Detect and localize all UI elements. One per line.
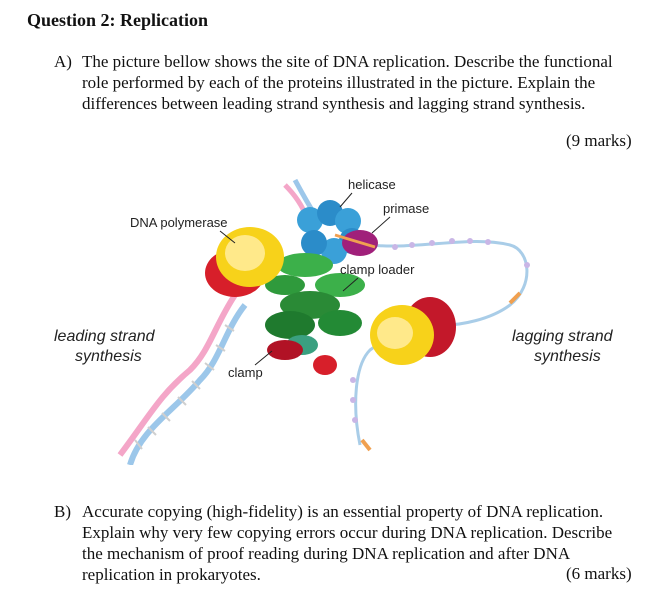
label-clamp-loader: clamp loader <box>340 262 415 277</box>
label-clamp: clamp <box>228 365 263 380</box>
part-b-line: Accurate copying (high-fidelity) is an e… <box>82 502 604 521</box>
part-b-text: Accurate copying (high-fidelity) is an e… <box>82 501 612 585</box>
lagging-polymerase <box>370 297 456 365</box>
pointer-clamp <box>254 350 273 366</box>
pointer-primase <box>371 216 391 234</box>
dna-replication-figure: helicase primase DNA polymerase clamp lo… <box>54 177 614 465</box>
lagging-bases <box>350 238 530 423</box>
part-b-marks: (6 marks) <box>566 564 632 583</box>
leading-polymerase <box>205 227 284 297</box>
primer-fragment <box>508 291 522 305</box>
pointer-clamp-loader <box>342 277 359 292</box>
part-b-line: replication in prokaryotes. <box>82 565 261 584</box>
part-a-line: The picture bellow shows the site of DNA… <box>82 52 613 71</box>
part-a-label: A) <box>54 52 72 71</box>
primer-top <box>334 233 376 249</box>
clamp-loader-protein <box>265 253 365 355</box>
part-b-label: B) <box>54 502 71 521</box>
leading-strand-helix <box>117 293 248 465</box>
label-lagging-strand: lagging strand <box>512 328 614 345</box>
part-a-marks: (9 marks) <box>566 131 632 150</box>
label-leading-synthesis: synthesis <box>75 348 142 365</box>
pointer-helicase <box>339 192 353 208</box>
clamp-protein <box>267 340 337 375</box>
pointer-dna-polymerase <box>219 230 236 244</box>
part-a-text: The picture bellow shows the site of DNA… <box>82 51 613 114</box>
question-title: Question 2: Replication <box>27 10 209 30</box>
label-dna-polymerase: DNA polymerase <box>130 215 228 230</box>
label-primase: primase <box>383 201 429 216</box>
primer-fragment-2 <box>360 438 372 452</box>
part-a-line: role performed by each of the proteins i… <box>82 73 596 92</box>
helicase-protein <box>297 200 365 264</box>
lagging-strand-loop <box>354 239 529 446</box>
label-leading-strand: leading strand <box>54 328 156 345</box>
part-a-line: differences between leading strand synth… <box>82 94 586 113</box>
label-helicase: helicase <box>348 177 396 192</box>
part-b-line: Explain why very few copying errors occu… <box>82 523 613 542</box>
label-lagging-synthesis: synthesis <box>534 348 601 365</box>
part-b-line: the mechanism of proof reading during DN… <box>82 544 571 563</box>
